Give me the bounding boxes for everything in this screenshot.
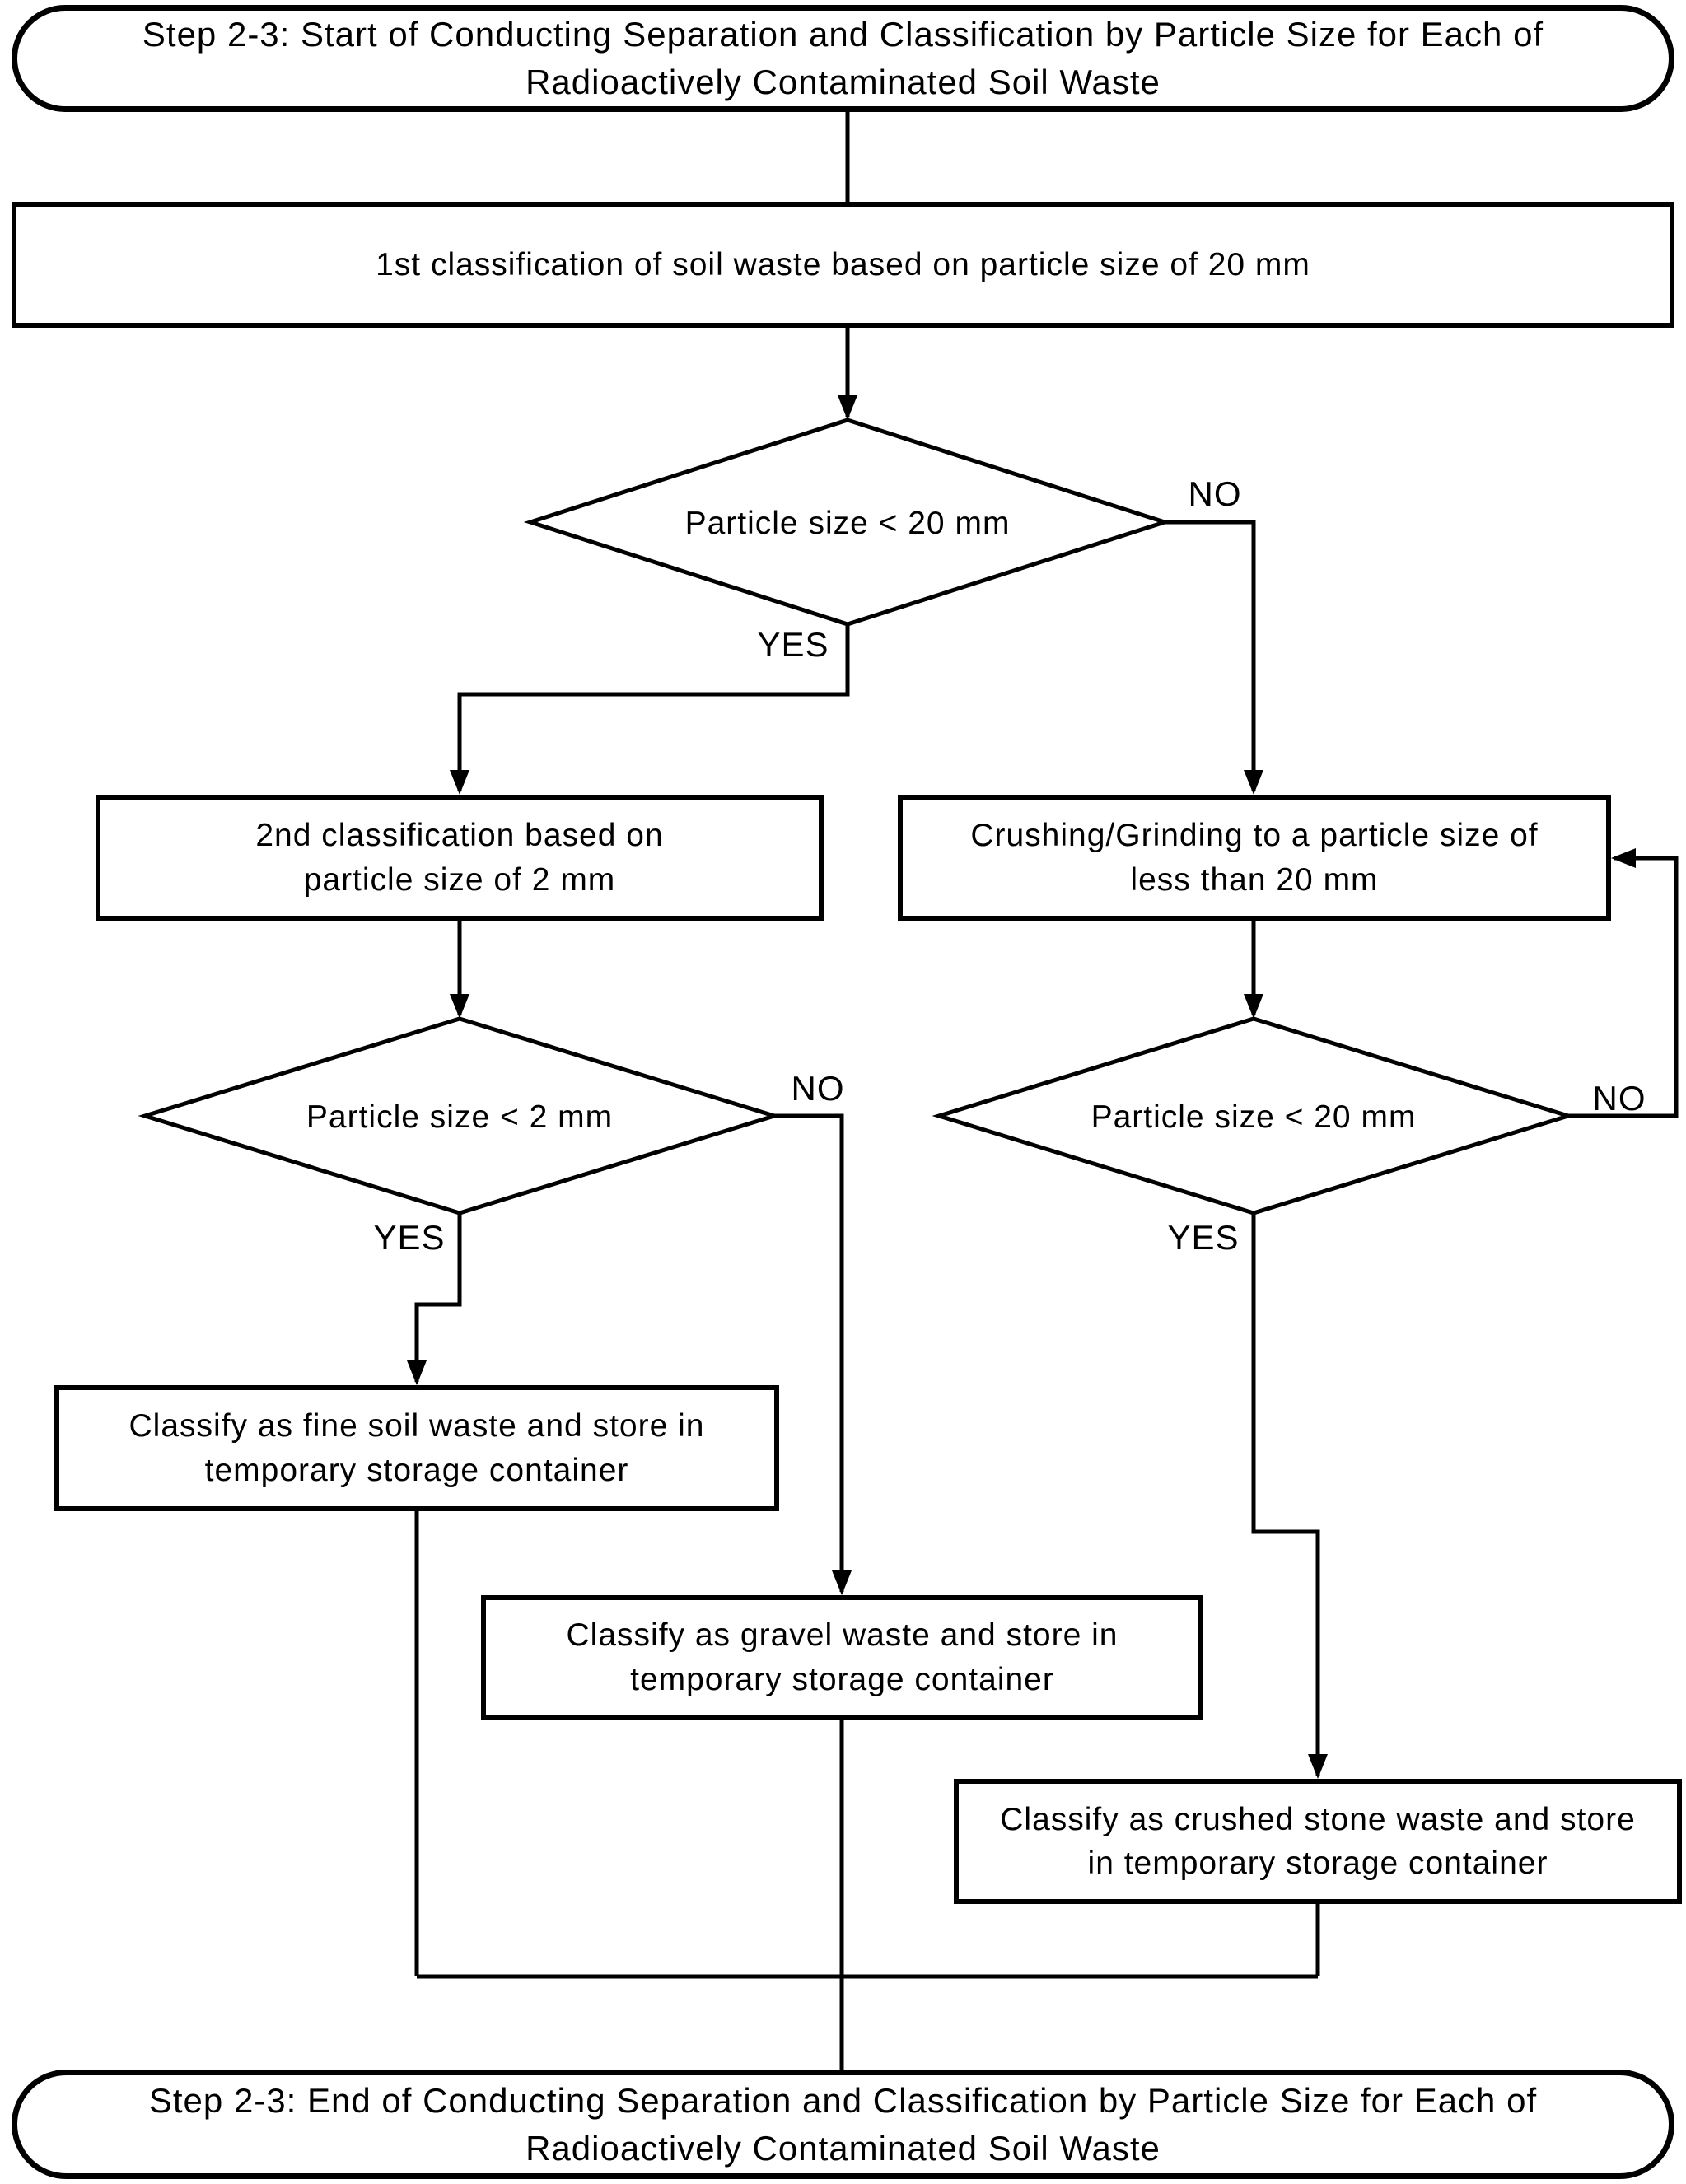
decision-particle-size-2mm-shape <box>138 1016 782 1216</box>
process-classify-fine-soil-label: Classify as fine soil waste and store in… <box>128 1408 705 1488</box>
process-crushing-grinding-label: Crushing/Grinding to a particle size of … <box>970 818 1539 898</box>
process-crushing-grinding: Crushing/Grinding to a particle size of … <box>898 795 1611 921</box>
connector-decision2-no-to-gravel <box>774 1113 852 1595</box>
connector-decision1-no-to-crushing <box>1165 520 1263 795</box>
process-first-classification-label: 1st classification of soil waste based o… <box>376 246 1310 282</box>
process-first-classification: 1st classification of soil waste based o… <box>12 202 1674 328</box>
decision-particle-size-2mm-label: Particle size < 2 mm <box>306 1099 614 1135</box>
process-second-classification: 2nd classification based on particle siz… <box>96 795 824 921</box>
process-classify-crushed-stone-label: Classify as crushed stone waste and stor… <box>1000 1801 1636 1881</box>
connector-decision1-yes-to-second-classification <box>450 624 850 795</box>
branch-label-decision3-no: NO <box>1592 1079 1646 1118</box>
terminator-end-label: Step 2-3: End of Conducting Separation a… <box>148 2080 1538 2168</box>
branch-label-decision2-yes: YES <box>373 1218 446 1257</box>
branch-label-decision1-yes: YES <box>757 625 829 664</box>
decision-particle-size-20mm-label: Particle size < 20 mm <box>684 506 1011 541</box>
terminator-start-label: Step 2-3: Start of Conducting Separation… <box>142 15 1544 101</box>
decision-particle-size-20mm-shape <box>523 418 1172 627</box>
branch-label-decision1-no: NO <box>1188 474 1242 513</box>
terminator-start: Step 2-3: Start of Conducting Separation… <box>12 5 1674 112</box>
decision-particle-size-20mm-recheck-label: Particle size < 20 mm <box>1091 1099 1417 1135</box>
branch-label-decision2-no: NO <box>791 1069 845 1108</box>
decision-particle-size-20mm-recheck-shape <box>932 1016 1576 1216</box>
process-classify-gravel-label: Classify as gravel waste and store in te… <box>566 1617 1119 1697</box>
process-second-classification-label: 2nd classification based on particle siz… <box>255 818 664 898</box>
terminator-end: Step 2-3: End of Conducting Separation a… <box>12 2070 1674 2179</box>
process-classify-fine-soil: Classify as fine soil waste and store in… <box>54 1385 779 1511</box>
connector-decision3-no-loop-to-crushing <box>1568 848 1679 1118</box>
process-classify-gravel: Classify as gravel waste and store in te… <box>481 1595 1203 1720</box>
branch-label-decision3-yes: YES <box>1167 1218 1240 1257</box>
connector-decision2-yes-to-fine-soil <box>407 1213 462 1385</box>
connector-decision3-yes-to-crushed-stone <box>1251 1213 1328 1779</box>
process-classify-crushed-stone: Classify as crushed stone waste and stor… <box>954 1779 1682 1904</box>
